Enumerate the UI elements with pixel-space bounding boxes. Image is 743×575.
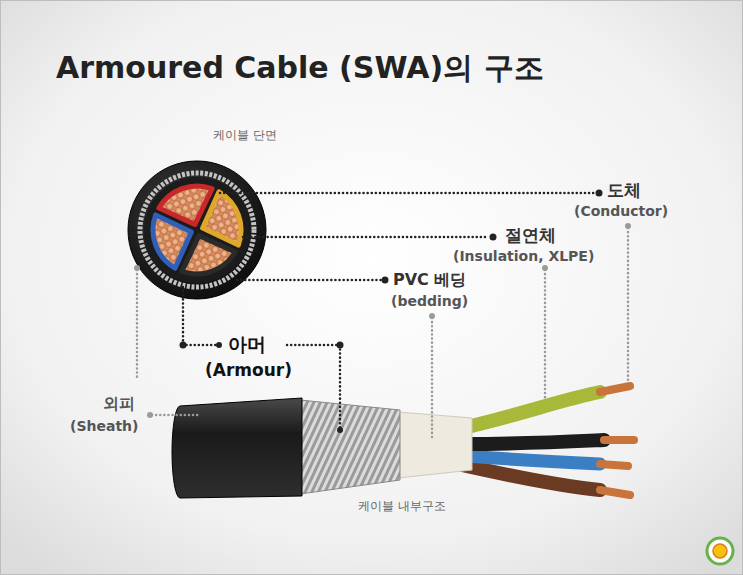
part-name-english: (Sheath) <box>70 418 138 435</box>
part-name: 아머 <box>228 333 266 356</box>
black-wire <box>465 440 604 444</box>
copper-tip <box>600 490 630 495</box>
part-name-english: (Armour) <box>205 360 292 380</box>
view-caption: 케이블 내부구조 <box>358 499 446 513</box>
leader-dot <box>147 412 153 418</box>
leader-line <box>152 414 200 417</box>
part-name: 도체 <box>607 180 641 200</box>
copper-tip <box>600 464 628 466</box>
leader-dot <box>542 265 548 271</box>
leader-dot <box>429 313 435 319</box>
leader-line <box>627 228 630 383</box>
armour-wires <box>140 173 254 287</box>
logo-ring <box>707 538 733 564</box>
slide-title: Armoured Cable (SWA)의 구조 <box>56 50 544 86</box>
part-name-english: (Conductor) <box>574 203 668 220</box>
logo <box>707 538 733 564</box>
sheath-layer <box>172 398 302 498</box>
section-caption: 케이블 단면 <box>213 128 277 142</box>
part-name: PVC 베딩 <box>393 270 466 289</box>
blue-conductor <box>146 205 201 271</box>
logo-core <box>713 544 727 558</box>
part-name-english: (bedding) <box>391 293 468 310</box>
part-name: 외피 <box>103 394 135 413</box>
leader-dot <box>625 223 631 229</box>
leader-dot <box>337 342 344 349</box>
earth-wire <box>462 392 600 428</box>
leader-dot <box>382 277 389 284</box>
outer-sheath <box>128 161 266 299</box>
copper-tip <box>600 386 630 392</box>
leader-dot <box>596 190 603 197</box>
leader-dot <box>490 234 497 241</box>
leader-lines <box>137 193 628 440</box>
leader-dot <box>134 265 140 271</box>
leader-line <box>183 287 216 345</box>
part-name: 절연체 <box>505 225 556 245</box>
leader-dot <box>337 427 343 433</box>
leader-line <box>431 318 434 440</box>
leader-line <box>237 279 381 282</box>
leader-line <box>287 345 340 428</box>
conductors <box>141 174 254 287</box>
cross-section <box>128 161 266 299</box>
leader-line <box>136 270 139 380</box>
leader-line <box>220 192 596 195</box>
leader-line <box>243 236 489 239</box>
copper-tip <box>604 436 634 444</box>
leader-dot <box>216 342 222 348</box>
bedding-layer <box>398 412 472 478</box>
blue-wire <box>465 456 600 464</box>
leader-dot <box>180 342 187 349</box>
part-name-english: (Insulation, XLPE) <box>453 248 594 265</box>
leader-line <box>544 270 547 400</box>
bedding-ring <box>144 177 250 283</box>
armour-layer <box>300 400 400 494</box>
leader-dots <box>134 190 631 434</box>
side-view <box>172 386 634 498</box>
